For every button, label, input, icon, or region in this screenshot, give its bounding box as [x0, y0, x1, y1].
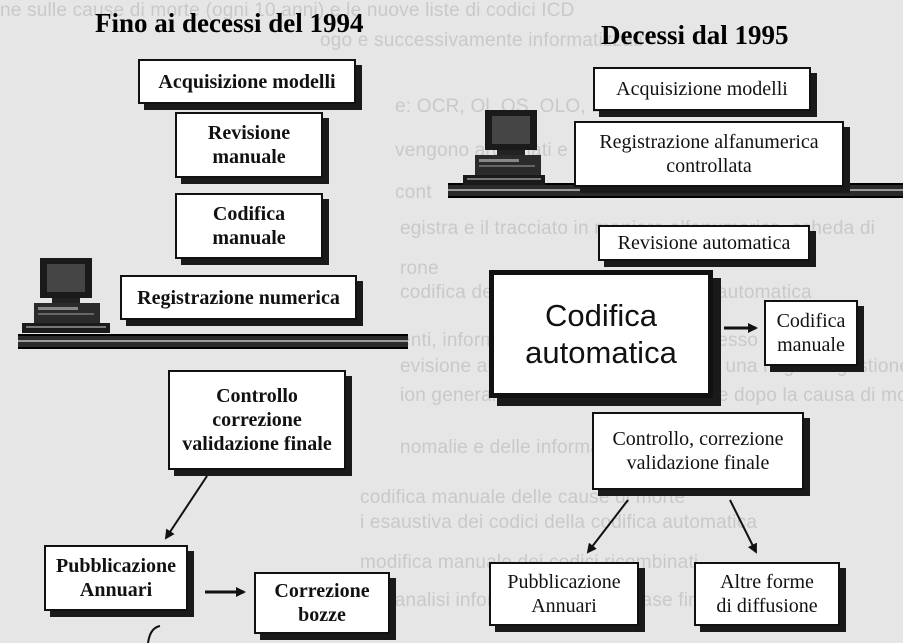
shelf-left — [18, 334, 408, 349]
box-label: Controllo, correzione — [612, 428, 784, 450]
box-label: Pubblicazione — [55, 555, 176, 577]
box-label: Annuari — [531, 595, 597, 617]
left-pubblicazione-box: Pubblicazione Annuari — [44, 545, 188, 611]
background-text: i esaustiva dei codici della codifica au… — [360, 512, 758, 533]
right-codifica-automatica-box: Codifica automatica — [489, 270, 713, 398]
background-text: ogo e successivamente informatizzati — [320, 30, 643, 51]
box-label: automatica — [525, 335, 677, 370]
box-label: Revisione automatica — [617, 232, 791, 254]
arrow — [729, 499, 757, 554]
right-column-title: Decessi dal 1995 — [601, 20, 789, 50]
box-label: Annuari — [79, 579, 153, 601]
right-altre-forme-box: Altre forme di diffusione — [694, 562, 840, 626]
box-label: manuale — [212, 227, 286, 249]
arrow — [164, 475, 208, 540]
box-label: Controllo — [216, 385, 298, 407]
box-label: Codifica — [212, 203, 286, 225]
box-label: Revisione — [207, 122, 291, 144]
computer-icon — [463, 110, 545, 185]
box-label: Altre forme — [720, 571, 814, 593]
right-controllo-box: Controllo, correzione validazione finale — [592, 412, 804, 490]
box-label: manuale — [777, 334, 845, 356]
box-label: Codifica — [545, 297, 657, 333]
box-label: manuale — [212, 146, 286, 168]
box-label: controllata — [666, 155, 752, 177]
background-text: codifica manuale delle cause di morte — [360, 487, 686, 508]
box-label: Acquisizione modelli — [616, 78, 788, 100]
background-text: ne sulle cause di morte (ogni 10 anni) e… — [0, 0, 575, 21]
background-text: rone — [400, 258, 439, 279]
arrow — [586, 499, 629, 554]
box-label: Pubblicazione — [507, 571, 621, 593]
box-label: Correzione — [274, 580, 370, 602]
box-label: Acquisizione modelli — [158, 70, 336, 93]
box-label: validazione finale — [182, 433, 332, 455]
left-correzione-bozze-box: Correzione bozze — [254, 572, 390, 634]
arrow — [147, 625, 161, 643]
left-acquisizione-box: Acquisizione modelli — [138, 59, 356, 104]
right-pubblicazione-box: Pubblicazione Annuari — [489, 562, 639, 626]
background-text: cont — [395, 182, 432, 203]
right-registrazione-box: Registrazione alfanumerica controllata — [574, 121, 844, 187]
right-codifica-manuale-box: Codifica manuale — [764, 300, 858, 366]
box-label: correzione — [212, 409, 302, 431]
box-label: Registrazione numerica — [137, 286, 340, 309]
box-label: di diffusione — [716, 595, 818, 617]
right-acquisizione-box: Acquisizione modelli — [593, 67, 811, 111]
left-registrazione-box: Registrazione numerica — [120, 275, 357, 320]
left-column-title: Fino ai decessi del 1994 — [95, 8, 364, 38]
computer-icon — [22, 258, 110, 333]
box-label: bozze — [298, 604, 346, 626]
box-label: validazione finale — [626, 452, 770, 474]
left-codifica-box: Codifica manuale — [175, 193, 323, 259]
right-revisione-box: Revisione automatica — [598, 225, 810, 261]
box-label: Registrazione alfanumerica — [599, 131, 819, 153]
left-controllo-box: Controllo correzione validazione finale — [168, 370, 346, 470]
box-label: Codifica — [776, 310, 846, 332]
left-revisione-box: Revisione manuale — [175, 112, 323, 178]
